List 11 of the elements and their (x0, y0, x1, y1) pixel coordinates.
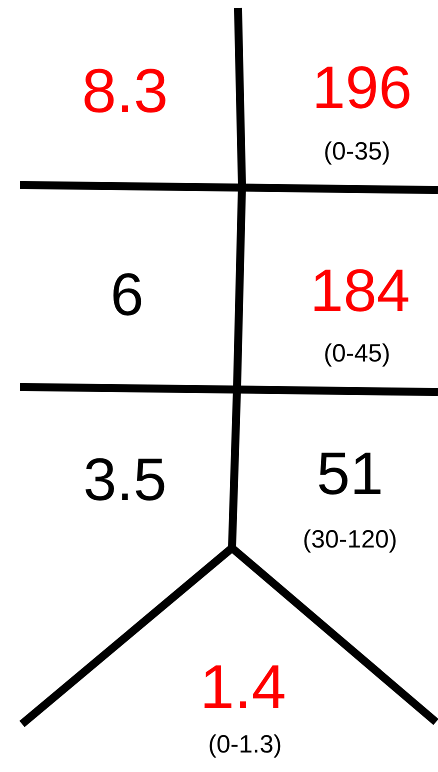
lab-value: 8.3 (82, 61, 168, 123)
lab-value: 196 (312, 58, 412, 118)
lab-value: 3.5 (83, 450, 167, 510)
lab-value: 1.4 (200, 657, 286, 719)
lab-value: 184 (310, 261, 410, 321)
reference-range: (0-45) (324, 342, 390, 366)
reference-range: (30-120) (302, 528, 398, 552)
reference-range: (0-35) (324, 140, 390, 164)
lab-value: 51 (316, 444, 384, 504)
reference-range: (0-1.3) (208, 732, 282, 758)
lab-value: 6 (110, 265, 144, 325)
